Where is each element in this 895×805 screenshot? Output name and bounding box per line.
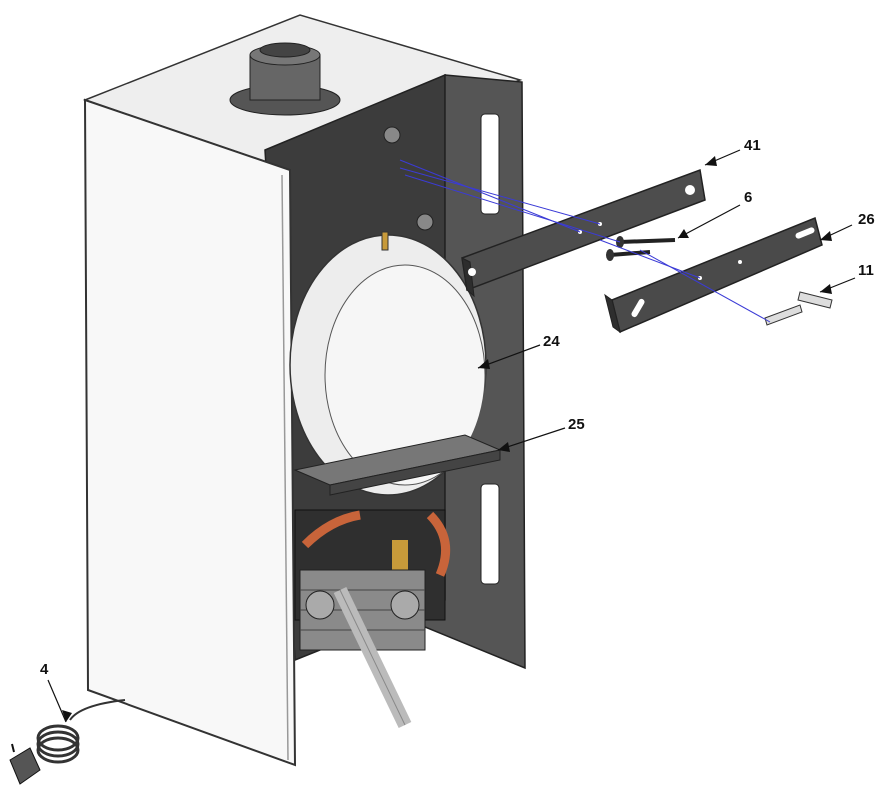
flue-outlet	[229, 42, 341, 116]
plug	[9, 747, 41, 785]
leader-arrows	[62, 156, 832, 722]
screws-6	[606, 236, 676, 261]
callout-26: 26	[858, 211, 875, 228]
frame-slot-bottom	[480, 483, 500, 585]
mounting-rail-41	[461, 168, 706, 298]
frame-slot-top	[480, 113, 500, 215]
front-casing	[83, 98, 297, 767]
wall-plate-26	[604, 216, 823, 334]
hydraulic-block	[294, 509, 451, 729]
callout-41: 41	[744, 137, 761, 154]
back-hole-top	[383, 126, 401, 144]
callout-24: 24	[543, 333, 560, 350]
assembly-guide-lines	[399, 159, 771, 323]
power-cable-4	[9, 699, 126, 785]
callout-25: 25	[568, 416, 585, 433]
wall-plugs-11	[764, 291, 833, 326]
callout-6: 6	[744, 189, 752, 206]
back-hole-mid	[416, 213, 434, 231]
callout-11: 11	[858, 262, 874, 279]
callout-4: 4	[40, 661, 49, 678]
